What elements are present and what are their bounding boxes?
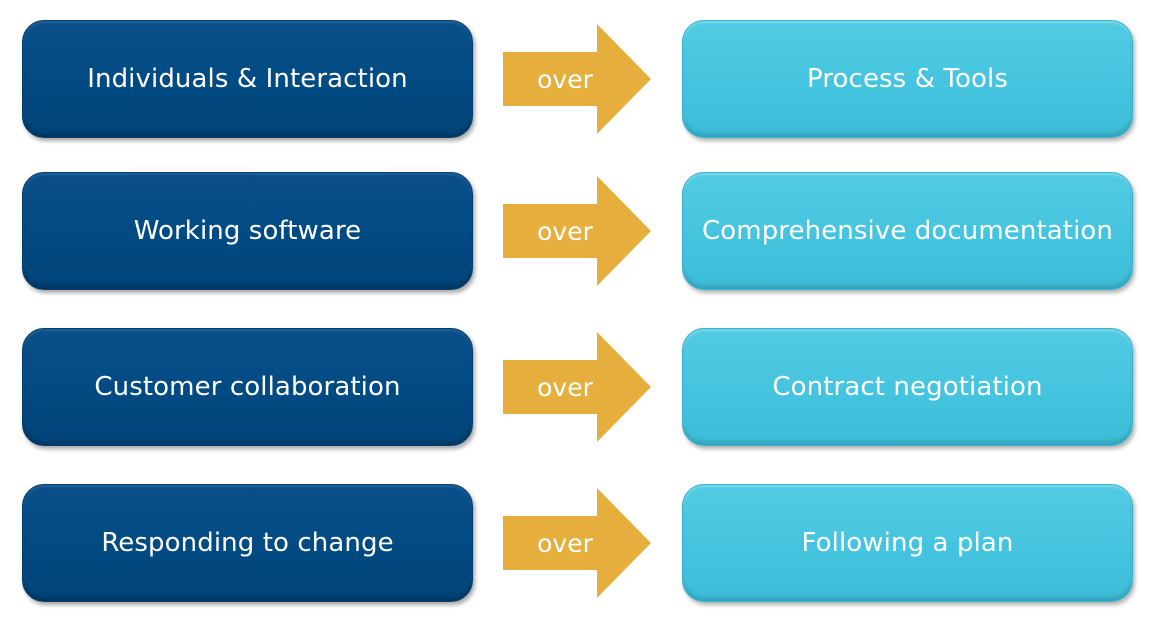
preferred-value-box: Customer collaboration [22, 328, 473, 446]
arrow-shape [503, 488, 651, 598]
value-row: Individuals & Interaction over Process &… [0, 20, 1167, 140]
value-row: Working software over Comprehensive docu… [0, 172, 1167, 292]
value-row: Responding to change over Following a pl… [0, 484, 1167, 604]
lesser-value-box: Comprehensive documentation [682, 172, 1133, 290]
over-label: over [537, 372, 593, 402]
arrow-icon: over [503, 332, 651, 442]
over-label: over [537, 64, 593, 94]
lesser-value-box: Contract negotiation [682, 328, 1133, 446]
preferred-value-box: Individuals & Interaction [22, 20, 473, 138]
arrow-icon: over [503, 24, 651, 134]
lesser-value-box: Process & Tools [682, 20, 1133, 138]
arrow-icon: over [503, 176, 651, 286]
lesser-value-box: Following a plan [682, 484, 1133, 602]
arrow-shape [503, 176, 651, 286]
preferred-value-box: Responding to change [22, 484, 473, 602]
value-row: Customer collaboration over Contract neg… [0, 328, 1167, 448]
arrow-icon: over [503, 488, 651, 598]
over-label: over [537, 216, 593, 246]
arrow-shape [503, 24, 651, 134]
arrow-shape [503, 332, 651, 442]
over-label: over [537, 528, 593, 558]
preferred-value-box: Working software [22, 172, 473, 290]
